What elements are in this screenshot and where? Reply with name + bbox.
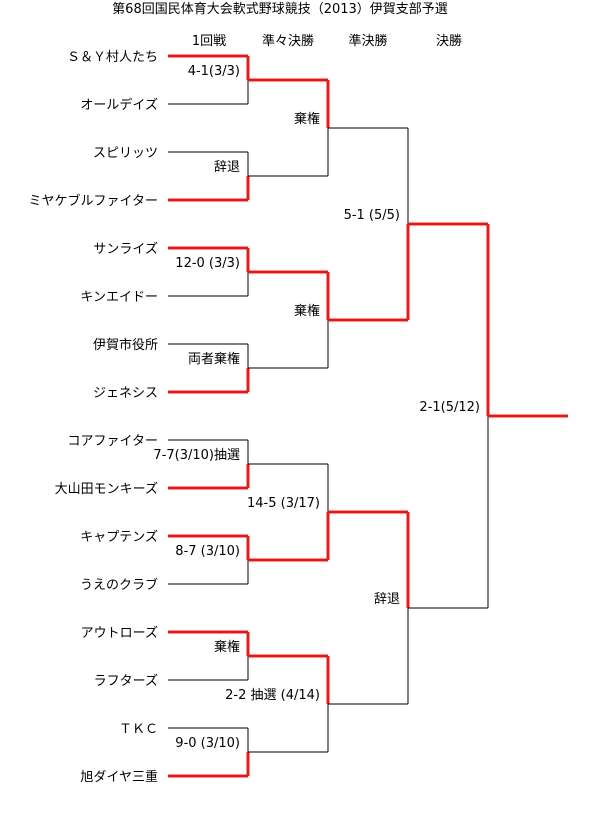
team-name: うえのクラブ <box>80 577 158 593</box>
team-name: 旭ダイヤ三重 <box>80 769 158 785</box>
round-header-3: 準決勝 <box>348 33 387 49</box>
match-result: 12-0 (3/3) <box>175 256 240 271</box>
team-name: キンエイドー <box>80 290 158 305</box>
match-result: 棄権 <box>214 639 240 655</box>
round-headers: 1回戦 準々決勝 準決勝 決勝 <box>192 33 462 49</box>
team-name: ＴＫＣ <box>119 722 158 737</box>
team-name: オールデイズ <box>80 97 158 113</box>
final-result: 2-1(5/12) <box>419 400 480 415</box>
match-result: 5-1 (5/5) <box>344 208 400 223</box>
match-result: 8-7 (3/10) <box>175 544 240 559</box>
match-result: 辞退 <box>214 160 240 175</box>
round-header-1: 1回戦 <box>192 34 226 49</box>
match-result: 4-1(3/3) <box>188 64 240 79</box>
team-labels: Ｓ＆Ｙ村人たちオールデイズスピリッツミヤケブルファイターサンライズキンエイドー伊… <box>29 50 158 785</box>
match-result: 棄権 <box>294 111 320 127</box>
match-result: 棄権 <box>294 303 320 319</box>
team-name: キャプテンズ <box>80 529 158 545</box>
team-name: ミヤケブルファイター <box>29 193 158 209</box>
match-result: 両者棄権 <box>188 351 240 367</box>
team-name: スピリッツ <box>93 146 158 161</box>
match-result: 辞退 <box>374 592 400 607</box>
team-name: 伊賀市役所 <box>93 337 158 353</box>
match-result: 2-2 抽選 (4/14) <box>225 688 320 703</box>
bracket-title: 第68回国民体育大会軟式野球競技（2013）伊賀支部予選 <box>112 1 448 17</box>
team-name: サンライズ <box>93 241 158 257</box>
round-header-4: 決勝 <box>436 34 462 49</box>
round-header-2: 準々決勝 <box>262 33 314 49</box>
team-name: アウトローズ <box>81 625 158 641</box>
match-result: 9-0 (3/10) <box>175 736 240 751</box>
match-result: 7-7(3/10)抽選 <box>153 448 240 463</box>
team-name: ジェネシス <box>93 386 158 401</box>
team-name: Ｓ＆Ｙ村人たち <box>67 50 158 65</box>
team-name: コアファイター <box>68 434 158 449</box>
team-name: ラフターズ <box>94 673 158 689</box>
match-result: 14-5 (3/17) <box>247 496 320 511</box>
bracket-lines <box>168 54 568 778</box>
result-labels: 4-1(3/3) 辞退 12-0 (3/3) 両者棄権 7-7(3/10)抽選 8-7 (… <box>153 64 480 751</box>
team-name: 大山田モンキーズ <box>55 481 158 497</box>
